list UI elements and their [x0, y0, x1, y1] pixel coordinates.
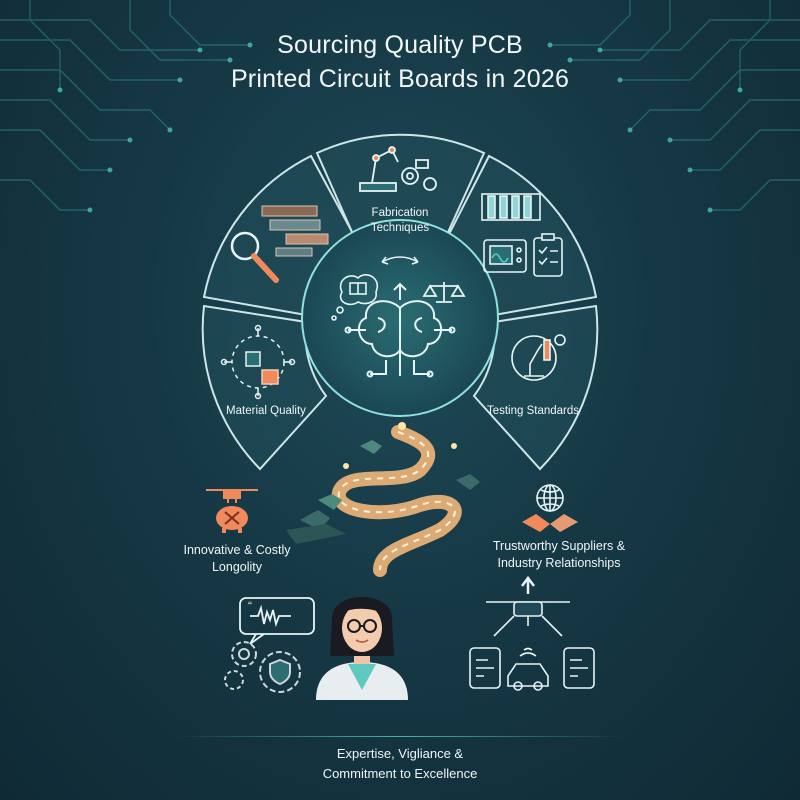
winding-road-illustration	[286, 422, 480, 577]
globe-icon	[536, 484, 564, 512]
microscope-icon	[511, 334, 566, 381]
gear-shield-icon	[224, 641, 301, 693]
arc-arrow-icon	[381, 256, 419, 265]
brain-circuit-icon	[344, 282, 456, 378]
pcb-magnifier-icon	[230, 205, 329, 283]
speech-waveform-icon: “	[239, 597, 315, 645]
balance-scale-icon	[422, 282, 466, 303]
test-tubes-icon	[481, 193, 541, 221]
title-line-1: Sourcing Quality PCB	[277, 31, 523, 59]
title-line-2: Printed Circuit Boards in 2026	[230, 65, 570, 93]
oscilloscope-icon	[483, 239, 527, 273]
connected-car-icon	[469, 575, 595, 691]
footer-divider	[175, 736, 625, 737]
segment-label-material: Material Quality	[226, 405, 306, 417]
piggy-bank-icon	[216, 506, 248, 533]
page-title: Sourcing Quality PCB Printed Circuit Boa…	[0, 28, 800, 96]
footer-line-1: Expertise, Vigliance &	[336, 746, 464, 761]
svg-text:“: “	[248, 599, 252, 613]
clipboard-icon	[533, 233, 563, 277]
segment-label-fabrication: Fabrication Techniques	[370, 207, 430, 234]
scientist-avatar	[316, 597, 408, 700]
segment-label-testing: Testing Standards	[486, 405, 580, 417]
footer-text: Expertise, Vigliance & Commitment to Exc…	[0, 744, 800, 784]
drone-icon	[206, 489, 258, 503]
material-circuit-icon	[220, 324, 296, 400]
thought-book-icon	[331, 274, 379, 321]
robot-arm-icon	[359, 146, 437, 192]
label-trustworthy-suppliers: Trustworthy Suppliers & Industry Relatio…	[492, 539, 626, 570]
footer-line-2: Commitment to Excellence	[322, 766, 478, 781]
handshake-icon	[522, 514, 578, 532]
label-innovative-costly: Innovative & Costly Longolity	[183, 543, 291, 574]
